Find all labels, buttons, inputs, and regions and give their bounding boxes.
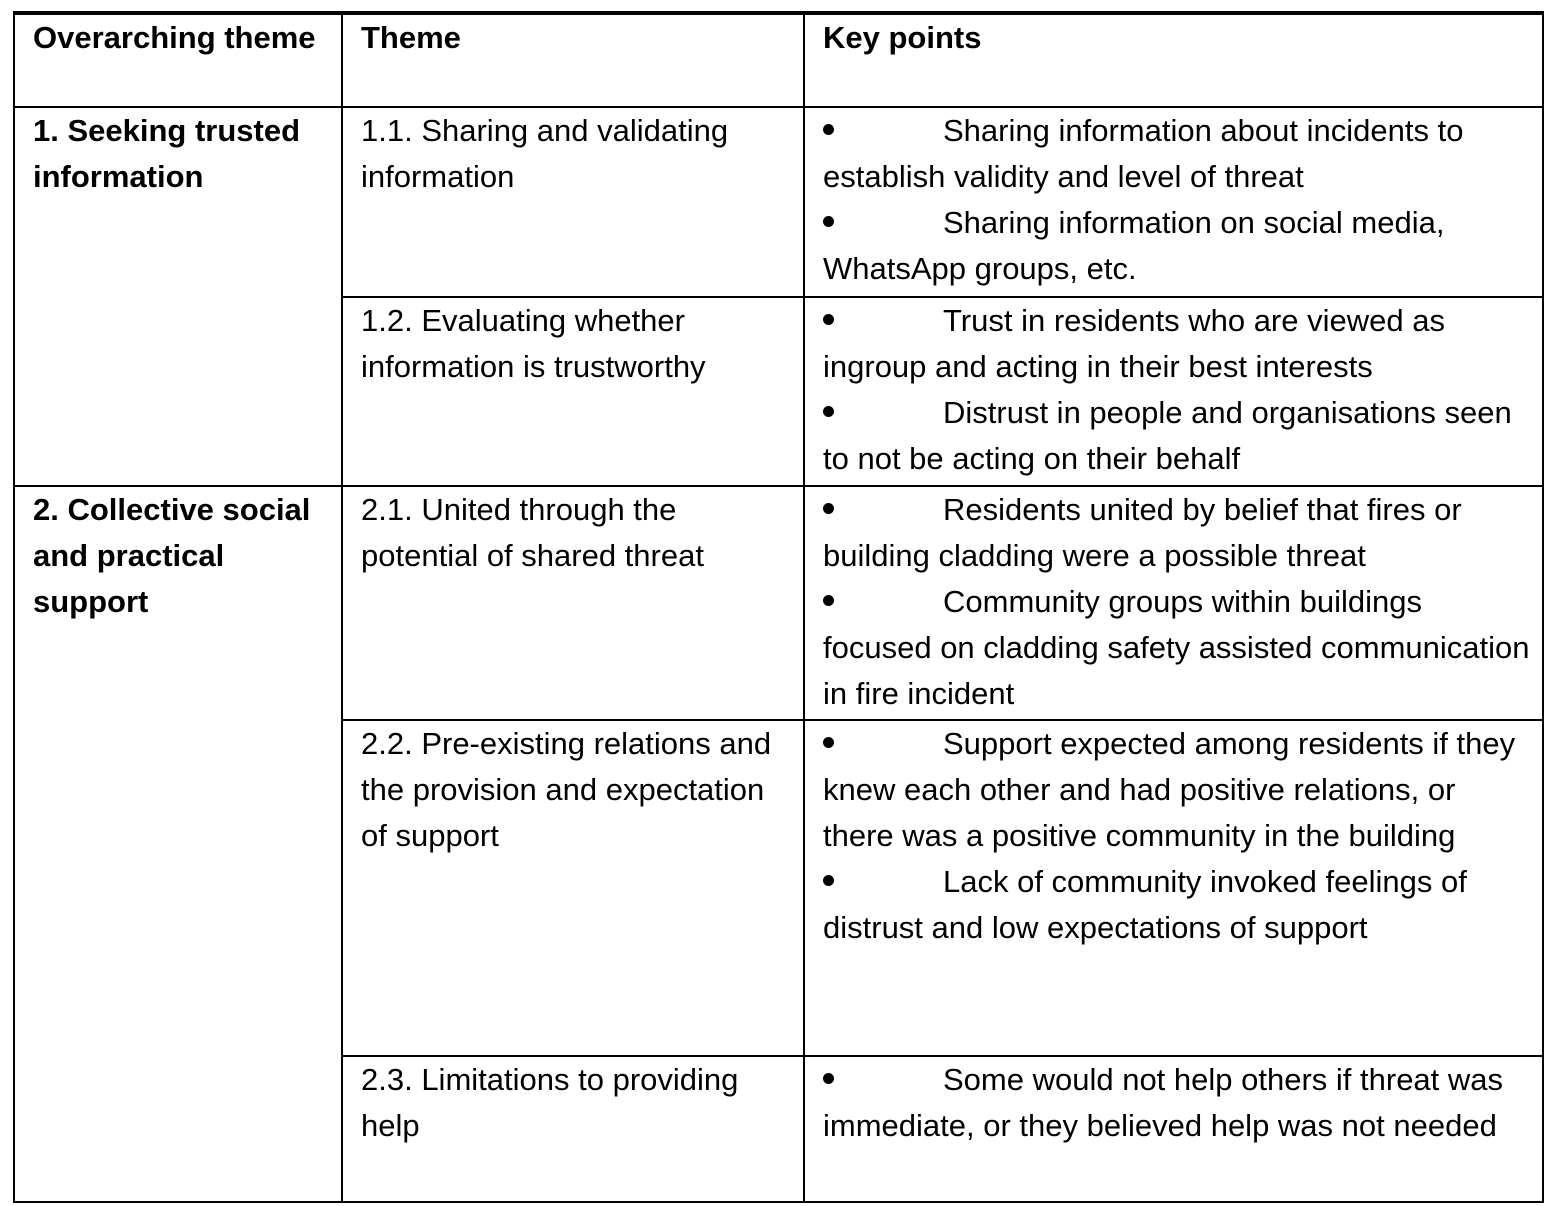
table-row: 2.2. Pre-existing relations and the prov… (14, 719, 1544, 1057)
themes-table: Overarching theme Theme Key points 1. Se… (13, 11, 1544, 1203)
key-point: Some would not help others if threat was… (823, 1057, 1534, 1149)
key-point-text: Some would not help others if threat was… (823, 1062, 1504, 1143)
key-point: Residents united by belief that fires or… (823, 487, 1534, 579)
theme-cell: 2.1. United through the potential of sha… (341, 485, 805, 721)
key-points-cell: Trust in residents who are viewed as ing… (803, 296, 1544, 487)
key-point-text: Residents united by belief that fires or… (823, 492, 1462, 573)
bullet-icon (823, 390, 943, 436)
bullet-icon (823, 200, 943, 246)
overarching-theme-cell: 1. Seeking trusted information (13, 106, 343, 487)
bullet-icon (823, 721, 943, 767)
theme-cell: 1.2. Evaluating whether information is t… (341, 296, 805, 487)
theme-cell: 1.1. Sharing and validating information (341, 106, 805, 298)
theme-label: 2.1. United through the potential of sha… (361, 492, 704, 573)
bullet-icon (823, 298, 943, 344)
header-key-points: Key points (803, 11, 1544, 108)
key-points-cell: Sharing information about incidents to e… (803, 106, 1544, 298)
key-point-text: Sharing information on social media, Wha… (823, 205, 1445, 286)
theme-label: 2.2. Pre-existing relations and the prov… (361, 726, 772, 853)
overarching-theme-cell: 2. Collective social and practical suppo… (13, 485, 343, 1203)
key-point-text: Sharing information about incidents to e… (823, 113, 1464, 194)
theme-label: 1.2. Evaluating whether information is t… (361, 303, 706, 384)
key-point-text: Community groups within buildings focuse… (823, 584, 1530, 711)
theme-cell: 2.2. Pre-existing relations and the prov… (341, 719, 805, 1057)
key-point: Distrust in people and organisations see… (823, 390, 1534, 482)
table-row: 2.3. Limitations to providing help Some … (14, 1055, 1544, 1203)
key-point: Lack of community invoked feelings of di… (823, 859, 1534, 951)
key-point-text: Support expected among residents if they… (823, 726, 1516, 853)
table-row: 1.2. Evaluating whether information is t… (14, 296, 1544, 487)
key-point-text: Trust in residents who are viewed as ing… (823, 303, 1445, 384)
theme-label: 1.1. Sharing and validating information (361, 113, 729, 194)
bullet-icon (823, 579, 943, 625)
bullet-icon (823, 108, 943, 154)
key-point: Trust in residents who are viewed as ing… (823, 298, 1534, 390)
key-point-text: Lack of community invoked feelings of di… (823, 864, 1467, 945)
table-row: 1. Seeking trusted information 1.1. Shar… (13, 106, 1544, 487)
bullet-icon (823, 1057, 943, 1103)
overarching-theme-label: 1. Seeking trusted information (33, 113, 301, 194)
header-theme: Theme (341, 11, 805, 108)
bullet-icon (823, 487, 943, 533)
bullet-icon (823, 859, 943, 905)
key-point: Sharing information about incidents to e… (823, 108, 1534, 200)
key-point: Community groups within buildings focuse… (823, 579, 1534, 717)
key-point-text: Distrust in people and organisations see… (823, 395, 1512, 476)
key-points-cell: Support expected among residents if they… (803, 719, 1544, 1057)
header-overarching-theme: Overarching theme (13, 11, 343, 108)
theme-cell: 2.3. Limitations to providing help (341, 1055, 805, 1203)
key-points-cell: Residents united by belief that fires or… (803, 485, 1544, 721)
theme-label: 2.3. Limitations to providing help (361, 1062, 739, 1143)
table-row: 2. Collective social and practical suppo… (13, 485, 1544, 1203)
key-point: Sharing information on social media, Wha… (823, 200, 1534, 292)
header-row: Overarching theme Theme Key points (13, 11, 1544, 108)
key-point: Support expected among residents if they… (823, 721, 1534, 859)
key-points-cell: Some would not help others if threat was… (803, 1055, 1544, 1203)
overarching-theme-label: 2. Collective social and practical suppo… (33, 492, 311, 619)
